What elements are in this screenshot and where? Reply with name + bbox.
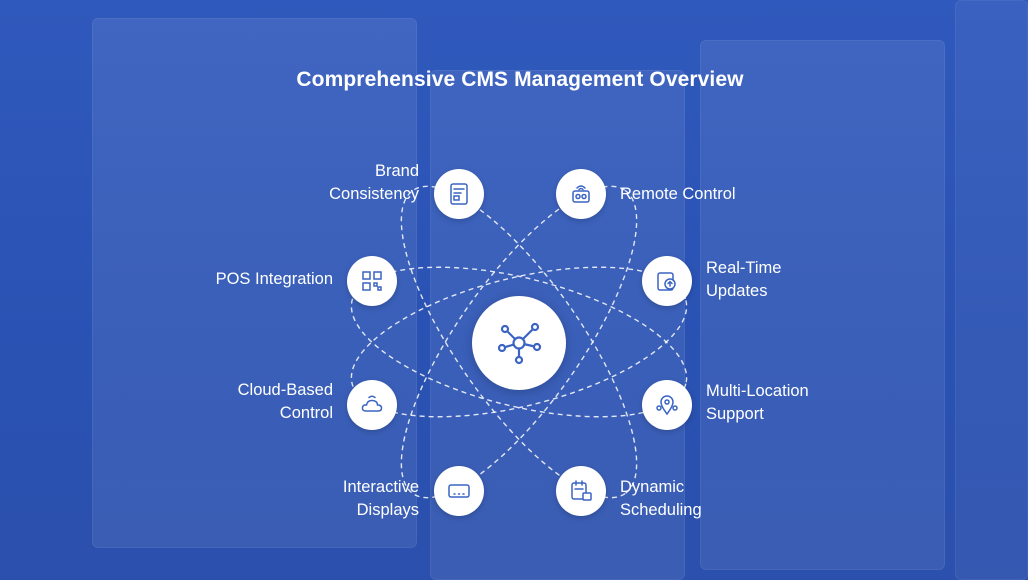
update-sync-icon	[657, 272, 676, 291]
node-dynamic-scheduling	[556, 466, 606, 516]
node-multi-location-support	[642, 380, 692, 430]
background-screen-right	[700, 40, 945, 570]
label-remote-control: Remote Control	[620, 185, 736, 203]
cloud-icon	[361, 395, 383, 412]
location-pins-icon	[656, 395, 678, 416]
node-remote-control	[556, 169, 606, 219]
central-hub	[472, 296, 566, 390]
node-interactive-displays	[434, 466, 484, 516]
label-multi-location-support: Multi-Location Support	[706, 382, 809, 423]
label-dynamic-scheduling: Dynamic Scheduling	[620, 478, 702, 519]
orbit-horizontal-alt	[350, 266, 688, 418]
network-hub-icon	[497, 322, 542, 365]
label-real-time-updates: Real-Time Updates	[706, 259, 782, 300]
node-cloud-based-control	[347, 380, 397, 430]
label-cloud-based-control: Cloud-Based Control	[237, 381, 333, 422]
label-pos-integration: POS Integration	[215, 270, 333, 288]
calendar-schedule-icon	[571, 480, 592, 501]
node-real-time-updates	[642, 256, 692, 306]
label-interactive-displays: Interactive Displays	[342, 478, 419, 519]
label-brand-consistency: Brand Consistency	[329, 162, 419, 203]
qr-code-icon	[362, 271, 382, 291]
background-screen-edge	[955, 0, 1028, 580]
brand-card-icon	[450, 183, 468, 205]
page-title: Comprehensive CMS Management Overview	[296, 68, 744, 91]
node-brand-consistency	[434, 169, 484, 219]
display-screen-icon	[448, 484, 470, 498]
orbit-horizontal	[350, 266, 688, 418]
remote-control-icon	[572, 185, 590, 203]
node-pos-integration	[347, 256, 397, 306]
orbit-diagonal-a	[400, 185, 638, 499]
orbit-diagonal-b	[400, 185, 638, 499]
